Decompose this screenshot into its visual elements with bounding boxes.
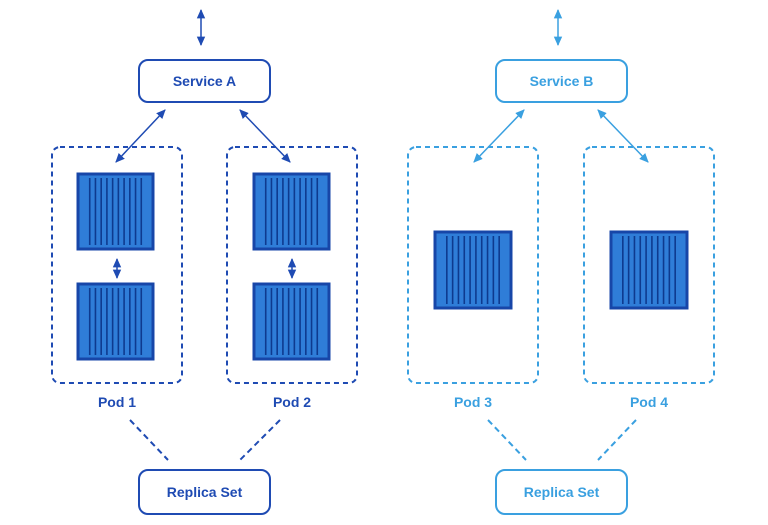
service-a-label: Service A xyxy=(173,73,236,89)
pod-3: Pod 3 xyxy=(407,146,539,410)
replica-set-a-label: Replica Set xyxy=(167,484,243,500)
pod-3-boundary xyxy=(407,146,539,384)
pod-1-container-1 xyxy=(76,172,155,251)
replica-set-b-group: Replica Set xyxy=(487,419,637,515)
service-a-group: Service A xyxy=(115,8,291,163)
container-body xyxy=(609,230,689,310)
pod-1-label: Pod 1 xyxy=(98,394,136,410)
pod-4-container-1 xyxy=(609,230,689,310)
pod-2-container-2 xyxy=(252,282,331,361)
pod-4-boundary xyxy=(583,146,715,384)
pod-4-label: Pod 4 xyxy=(630,394,668,410)
pod-2-boundary xyxy=(226,146,358,384)
pod3-replica-link xyxy=(487,419,527,461)
service-b-label: Service B xyxy=(530,73,594,89)
replica-set-b-label: Replica Set xyxy=(524,484,600,500)
replica-set-a-group: Replica Set xyxy=(129,419,281,515)
service-b-box[interactable] xyxy=(495,59,628,103)
pod-2-container-1 xyxy=(252,172,331,251)
pod-3-label: Pod 3 xyxy=(454,394,492,410)
service-b-to-pod4-arrow xyxy=(597,109,649,163)
replica-set-b-box[interactable] xyxy=(495,469,628,515)
service-b-group: Service B xyxy=(473,8,649,163)
replica-set-a-box[interactable] xyxy=(138,469,271,515)
pod-1-container-2 xyxy=(76,282,155,361)
pod-4: Pod 4 xyxy=(583,146,715,410)
pod-3-container-1 xyxy=(433,230,513,310)
pod-2: Pod 2 xyxy=(226,146,358,410)
pod-2-label: Pod 2 xyxy=(273,394,311,410)
pod1-replica-link xyxy=(129,419,169,461)
service-a-to-pod2-arrow xyxy=(239,109,291,163)
pod-1-boundary xyxy=(51,146,183,384)
service-a-to-pod1-arrow xyxy=(115,109,166,163)
pod-1: Pod 1 xyxy=(51,146,183,410)
pod4-replica-link xyxy=(597,419,637,461)
container-body xyxy=(433,230,513,310)
service-b-to-pod3-arrow xyxy=(473,109,525,163)
service-a-box[interactable] xyxy=(138,59,271,103)
pod2-replica-link xyxy=(239,419,281,461)
